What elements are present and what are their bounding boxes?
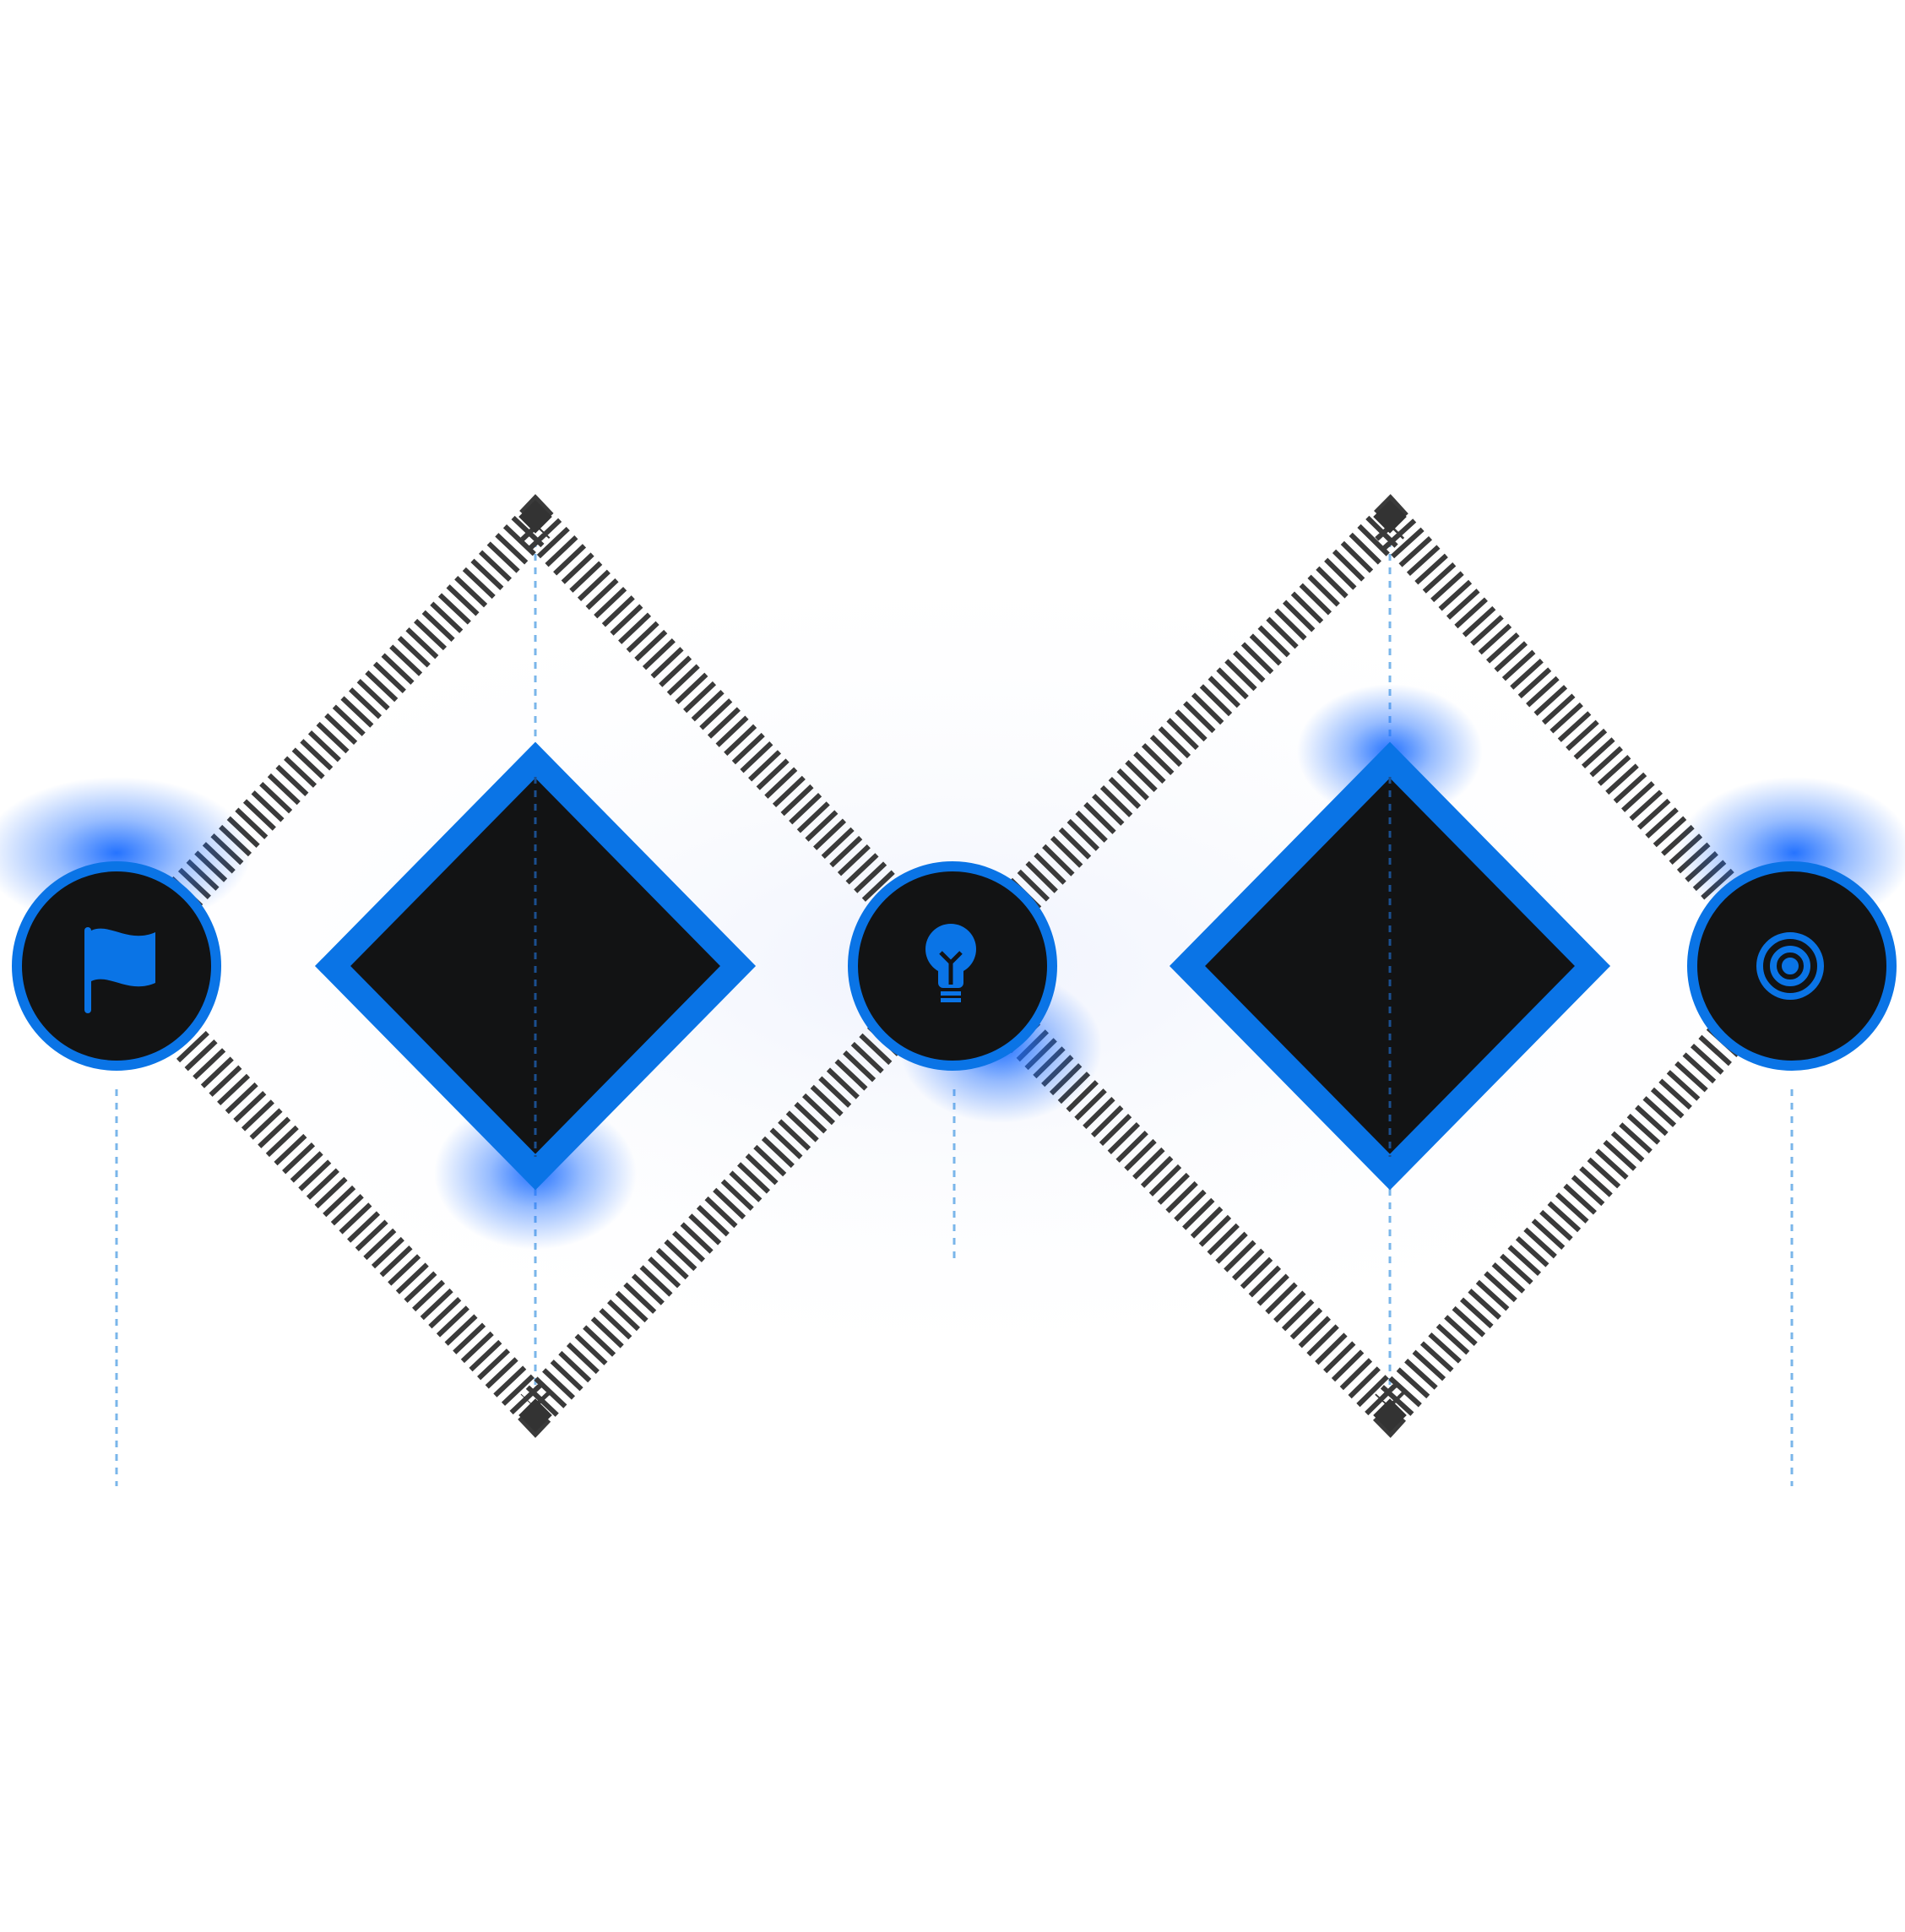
node-goal[interactable] [1687, 861, 1897, 1071]
target-icon [1756, 932, 1824, 1000]
lightbulb-icon [925, 924, 976, 1002]
inner-guide-lines [534, 777, 1392, 1157]
node-idea[interactable] [848, 861, 1057, 1071]
flag-icon [84, 927, 155, 1013]
frame-caps [518, 500, 1407, 1432]
node-start[interactable] [12, 861, 221, 1071]
